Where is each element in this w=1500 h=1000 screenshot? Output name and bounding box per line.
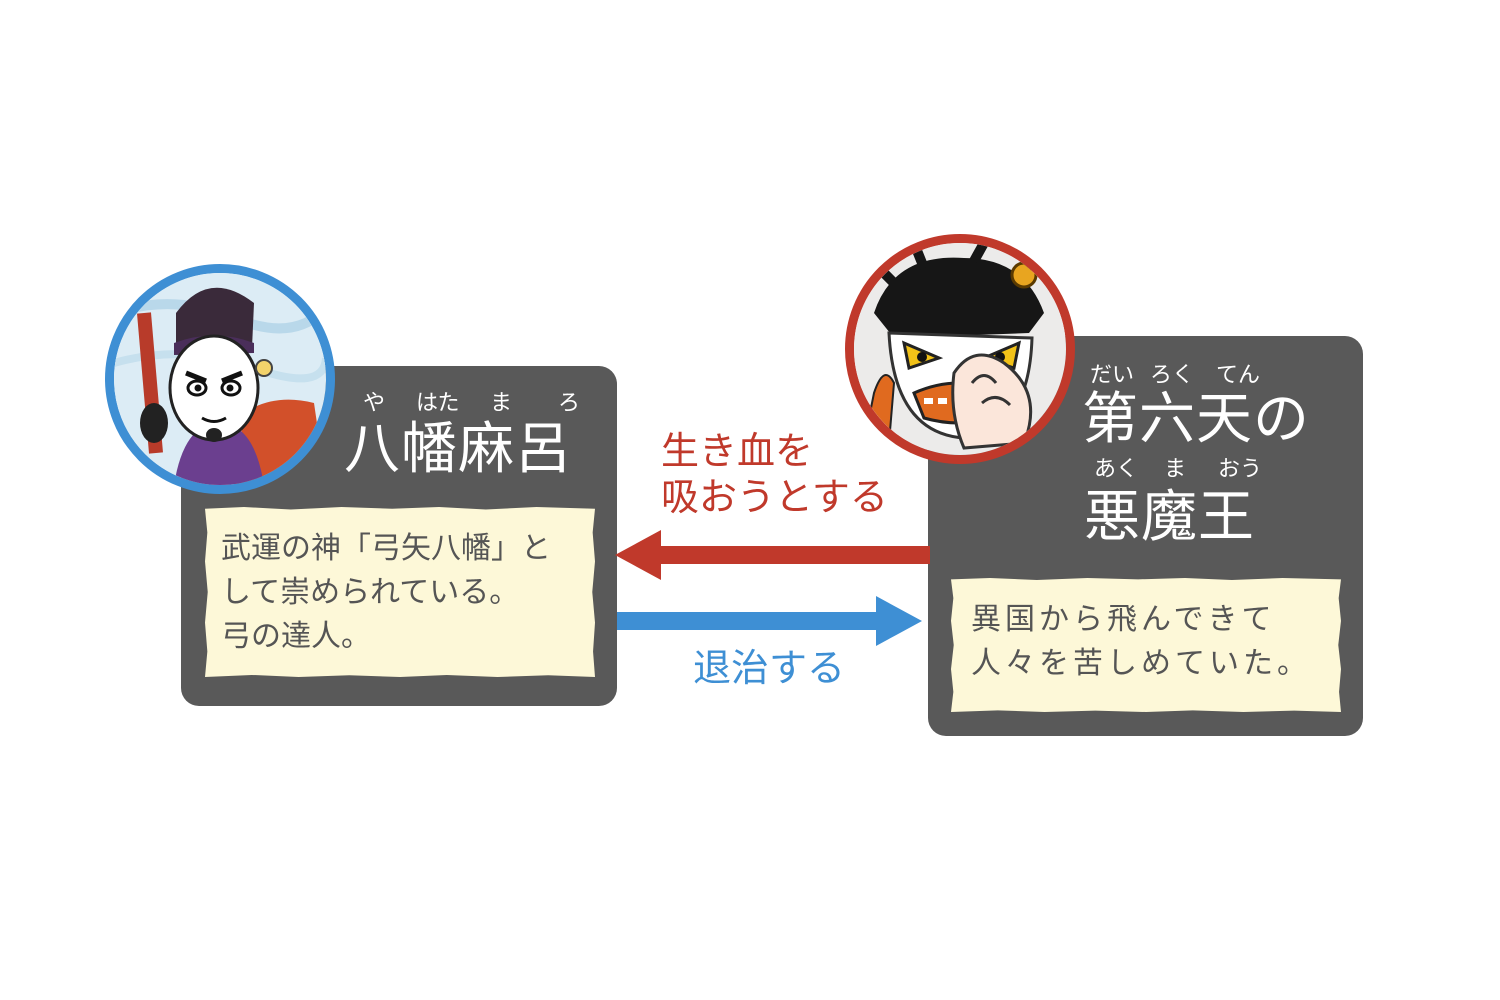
relation-label-line: 生き血を: [661, 429, 814, 473]
character-name-right-line2: 悪魔王: [1084, 485, 1255, 550]
description-line: 異国から飛んできて: [971, 602, 1276, 637]
arrow-right-blue: [617, 596, 922, 646]
character-name-left: 八幡麻呂: [344, 417, 572, 482]
relation-label-red: 生き血を 吸おうとする: [661, 428, 888, 520]
ruby-text: ろ: [558, 391, 581, 416]
relation-label-line: 吸おうとする: [661, 475, 888, 519]
ruby-text: ま: [490, 391, 513, 416]
description-line: して崇められている。: [221, 575, 520, 610]
description-note-right: 異国から飛んできて 人々を苦しめていた。: [951, 578, 1341, 712]
character-portrait-right: [845, 234, 1075, 464]
ruby-text: ま: [1164, 457, 1187, 482]
character-portrait-left: [105, 264, 335, 494]
description-note-left: 武運の神「弓矢八幡」と して崇められている。 弓の達人。: [205, 507, 595, 677]
name-ruby-right-line2: あく ま おう: [1094, 458, 1354, 482]
name-ruby-right-line1: だい ろく てん: [1090, 364, 1350, 388]
description-line: 武運の神「弓矢八幡」と: [221, 531, 551, 566]
arrow-left-red: [615, 530, 930, 580]
ruby-text: おう: [1218, 457, 1263, 482]
archer-portrait-illustration: [114, 273, 326, 485]
ruby-text: や: [363, 391, 386, 416]
ruby-text: だい: [1090, 363, 1135, 388]
description-line: 人々を苦しめていた。: [971, 646, 1311, 681]
ruby-text: はた: [416, 391, 460, 416]
character-name-right-line1: 第六天の: [1082, 387, 1310, 452]
ruby-text: ろく: [1150, 363, 1195, 388]
name-ruby-left: や はた ま ろ: [360, 392, 600, 416]
relation-label-blue: 退治する: [693, 646, 846, 690]
ruby-text: てん: [1216, 363, 1261, 388]
demon-king-portrait-illustration: [854, 243, 1066, 455]
ruby-text: あく: [1094, 457, 1139, 482]
description-line: 弓の達人。: [221, 619, 371, 654]
